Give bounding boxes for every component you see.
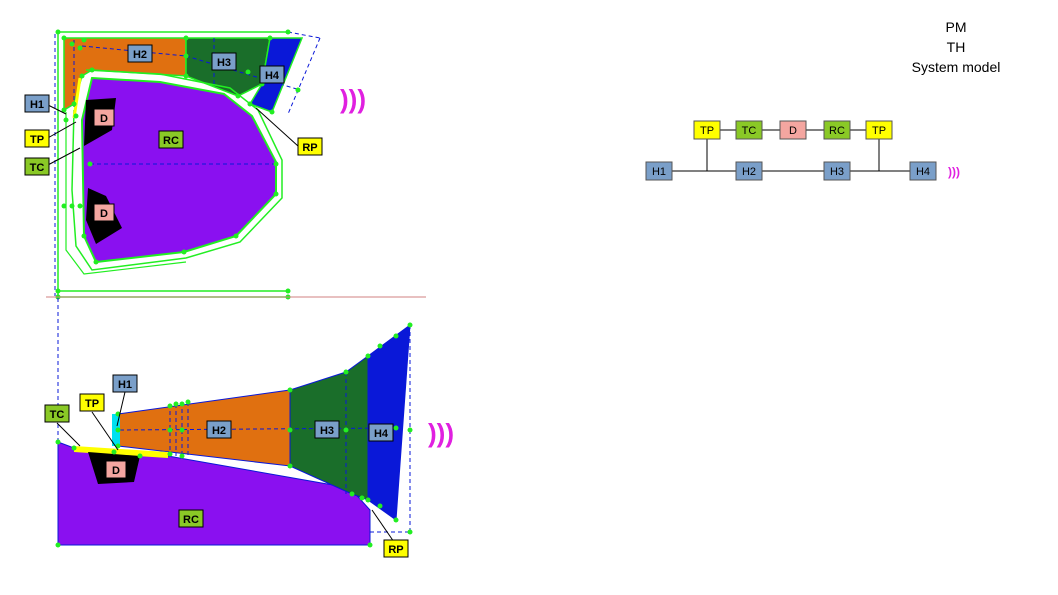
sys-node-h1: H1 — [645, 161, 673, 181]
sys-node-h4: H4 — [909, 161, 937, 181]
h3-label-top: H3 — [211, 52, 237, 71]
d-label-top-lower: D — [93, 203, 115, 222]
rp-label-top: RP — [297, 137, 323, 156]
dashed-top-edge — [287, 31, 321, 39]
tc-label-top: TC — [24, 157, 50, 176]
side-arrows — [56, 391, 395, 543]
svg-text:H3: H3 — [217, 57, 231, 69]
svg-text:D: D — [789, 125, 797, 137]
side-nodes — [55, 322, 413, 548]
rp-label-side: RP — [383, 539, 409, 558]
sys-node-tp-right: TP — [865, 120, 893, 140]
h2-label-side: H2 — [206, 420, 232, 439]
h2-label-top: H2 — [127, 44, 153, 63]
sys-node-h3: H3 — [823, 161, 851, 181]
tc-label-side: TC — [44, 404, 70, 423]
svg-text:H1: H1 — [118, 379, 132, 391]
svg-text:TP: TP — [700, 125, 714, 137]
title-block: PM TH System model — [912, 19, 1001, 75]
svg-text:RP: RP — [388, 544, 403, 556]
heat-symbol-top: ))) — [340, 84, 366, 114]
title-line-2: TH — [947, 39, 966, 55]
rc-label-top: RC — [158, 130, 184, 149]
svg-text:TC: TC — [50, 409, 65, 421]
top-cross-section: H2 H3 H4 H1 TP TC D D — [24, 29, 366, 300]
h3-label-side: H3 — [314, 420, 340, 439]
sys-node-tp-left: TP — [693, 120, 721, 140]
svg-text:H4: H4 — [265, 70, 280, 82]
sys-node-tc: TC — [735, 120, 763, 140]
system-model-links — [672, 129, 910, 172]
sys-node-d: D — [779, 120, 807, 140]
svg-text:TC: TC — [30, 162, 45, 174]
svg-text:RC: RC — [829, 125, 845, 137]
svg-text:H1: H1 — [652, 166, 666, 178]
side-cross-section: TC TP H1 H2 H3 H4 D RC — [44, 298, 454, 558]
svg-text:H3: H3 — [830, 166, 844, 178]
svg-text:D: D — [100, 208, 108, 220]
tp-label-top: TP — [24, 129, 50, 148]
svg-text:D: D — [112, 465, 120, 477]
svg-text:TP: TP — [872, 125, 886, 137]
heat-symbol-side: ))) — [428, 418, 454, 448]
h4-region-side — [367, 323, 411, 521]
h1-label-side: H1 — [112, 374, 138, 393]
rc-region — [80, 76, 277, 264]
tp-label-side: TP — [79, 393, 105, 412]
tp-strip-top — [72, 77, 82, 119]
svg-text:TC: TC — [742, 125, 757, 137]
svg-text:RP: RP — [302, 142, 317, 154]
rc-outline-band — [71, 69, 283, 271]
sys-node-h2: H2 — [735, 161, 763, 181]
rc-label-side: RC — [178, 509, 204, 528]
svg-text:TP: TP — [85, 398, 99, 410]
svg-text:H3: H3 — [320, 425, 334, 437]
d-label-side: D — [105, 460, 127, 479]
dashed-h3-mid — [185, 55, 301, 91]
h4-label-side: H4 — [368, 423, 394, 442]
d-label-top-upper: D — [93, 108, 115, 127]
rc-outline-band-2 — [65, 112, 187, 275]
svg-text:D: D — [100, 113, 108, 125]
svg-text:H1: H1 — [30, 99, 44, 111]
svg-text:RC: RC — [183, 514, 199, 526]
top-nodes — [55, 29, 301, 300]
svg-text:H4: H4 — [916, 166, 930, 178]
h1-label-top: H1 — [24, 94, 50, 113]
tp-strip-side — [74, 446, 168, 458]
svg-text:H2: H2 — [133, 49, 147, 61]
svg-text:H2: H2 — [212, 425, 226, 437]
svg-text:TP: TP — [30, 134, 44, 146]
sys-heat-symbol: ))) — [948, 165, 960, 179]
title-line-1: PM — [946, 19, 967, 35]
title-line-3: System model — [912, 59, 1001, 75]
system-model: TP TC D RC TP H1 H2 H3 — [645, 120, 960, 181]
h4-label-top: H4 — [259, 65, 285, 84]
svg-text:H2: H2 — [742, 166, 756, 178]
sys-node-rc: RC — [823, 120, 851, 140]
svg-text:H4: H4 — [374, 428, 389, 440]
svg-text:RC: RC — [163, 135, 179, 147]
